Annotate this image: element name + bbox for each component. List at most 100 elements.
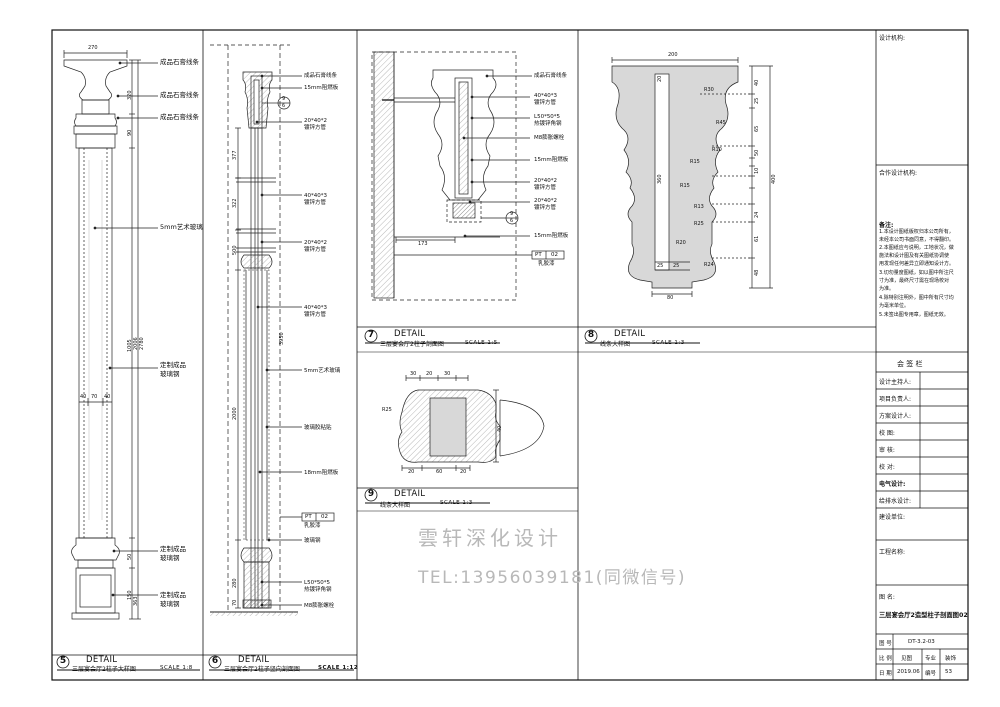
p8-dim-4: 65 — [754, 125, 760, 132]
p7-label-6: 15mm阻燃板 — [534, 157, 569, 163]
p8-detail-word: DETAIL — [614, 329, 646, 339]
p6-label-6: 20*40*2 — [304, 240, 327, 246]
p5-label-moulding-2: 成品石膏线条 — [160, 91, 199, 99]
tb-build-unit: 建设单位: — [879, 514, 906, 521]
p6-label-16: 热镀锌角钢 — [304, 587, 332, 593]
p6-label-14: 玻璃钢 — [304, 538, 321, 544]
p8-dim-14: 24 — [754, 211, 760, 218]
p8-detail-title: 线条大样图 — [600, 341, 631, 348]
tb-sign-row-0: 设计主持人: — [879, 379, 912, 386]
tb-sign-row-7: 给排水设计: — [879, 498, 912, 505]
p8-radius-7: R20 — [676, 240, 686, 246]
p8-dim-13: 80 — [667, 295, 674, 301]
tb-no-label: 编号 — [925, 671, 937, 677]
p8-dim-1: 40 — [754, 79, 760, 86]
tb-note-9: 为毫米单位。 — [879, 303, 910, 309]
tb-sign-row-3: 校 图: — [879, 430, 895, 437]
tb-sign-row-5: 校 对: — [879, 464, 895, 471]
p6-pt-num: 02 — [321, 514, 328, 520]
watermark-line-2: TEL:13956039181(同微信号) — [418, 568, 687, 588]
p6-label-10: 5mm艺术玻璃 — [304, 368, 341, 374]
p6-label-13: 乳胶漆 — [304, 523, 321, 529]
p9-dim-3: 20 — [408, 469, 415, 475]
p9-radius: R25 — [382, 407, 392, 413]
tb-note-10: 5.未签出图专用章，图纸无效。 — [879, 312, 949, 318]
p6-label-7: 镀锌方管 — [304, 247, 327, 253]
tb-date-val: 2019.06 — [897, 669, 920, 675]
p9-dim-0: 30 — [410, 371, 417, 377]
p6-sym-top: 9 — [282, 96, 286, 102]
tb-coop-org: 合作设计机构: — [879, 170, 918, 177]
p6-detail-title: 三层宴会厅2柱子竖向剖面图 — [224, 666, 300, 673]
tb-drawing-no: DT-3.2-03 — [908, 639, 935, 645]
p6-detail-word: DETAIL — [238, 655, 270, 665]
tb-drawing-name-label: 图 名: — [879, 594, 895, 601]
panel7-drawing — [371, 51, 565, 301]
tb-discipline-label: 专业 — [925, 656, 937, 662]
panel6-drawing — [210, 44, 335, 616]
tb-scale-val: 见图 — [901, 656, 913, 662]
p7-label-3: L50*50*5 — [534, 114, 561, 120]
p7-sym-bottom: 6 — [510, 218, 514, 224]
p9-detail-number: 9 — [367, 489, 375, 499]
p6-sym-bottom: 6 — [282, 103, 286, 109]
p8-radius-1: R45 — [716, 120, 726, 126]
tb-note-2: 2.本图纸应与说明，工地状况，做 — [879, 245, 954, 251]
p7-label-0: 成品石膏线条 — [534, 73, 568, 79]
p5-label-moulding-3: 成品石膏线条 — [160, 113, 199, 121]
p8-detail-number: 8 — [587, 330, 595, 340]
tb-sign-row-1: 项目负责人: — [879, 396, 912, 403]
p8-dim-7: 400 — [771, 174, 777, 184]
p5-dim-base-1: 50 — [127, 553, 133, 560]
p5-label-moulding-1: 成品石膏线条 — [160, 58, 199, 66]
p9-dim-4: 60 — [436, 469, 443, 475]
p8-radius-3: R15 — [690, 159, 700, 165]
p7-detail-number: 7 — [367, 330, 375, 340]
p9-scale: SCALE 1:3 — [440, 500, 473, 506]
p5-dim-c: 40 — [104, 394, 111, 400]
p5-dim-a: 40 — [80, 394, 87, 400]
tb-note-5: 3.切勿量度图纸，如以图中所注尺 — [879, 270, 954, 276]
tb-sign-row-4: 审 核: — [879, 447, 895, 454]
p6-label-9: 镀锌方管 — [304, 312, 327, 318]
p8-dim-5: 50 — [754, 149, 760, 156]
p7-label-5: M8膨胀螺栓 — [534, 135, 565, 141]
p7-label-11: 15mm阻燃板 — [534, 233, 569, 239]
p6-dim-1: 322 — [232, 198, 238, 208]
p8-radius-4: R15 — [680, 183, 690, 189]
p6-label-5: 镀锌方管 — [304, 200, 327, 206]
p8-radius-8: R24 — [704, 262, 714, 268]
tb-note-7: 为准。 — [879, 286, 895, 292]
p5-label-frp-1a: 定制成品 — [160, 361, 186, 369]
p5-scale: SCALE 1:8 — [160, 665, 193, 671]
p6-dim-4: 2000 — [232, 407, 238, 420]
tb-design-org: 设计机构: — [879, 35, 906, 42]
p8-dim-2: 20 — [657, 75, 663, 82]
tb-notes-title: 备注: — [879, 222, 894, 229]
p7-detail-word: DETAIL — [394, 329, 426, 339]
p8-radius-5: R13 — [694, 204, 704, 210]
p5-label-frp-1b: 玻璃钢 — [160, 370, 180, 378]
p6-dim-0: 377 — [232, 150, 238, 160]
p8-dim-0: 200 — [668, 52, 678, 58]
p5-label-frp-2b: 玻璃钢 — [160, 554, 180, 562]
p6-pt-code: PT — [305, 514, 312, 520]
p5-dim-base-3: 363 — [133, 596, 139, 606]
p6-dim-2: 500 — [232, 245, 238, 255]
p6-label-0: 成品石膏线条 — [304, 73, 338, 79]
p7-label-9: 20*40*2 — [534, 198, 557, 204]
p5-dim-ring: 90 — [127, 129, 133, 136]
p8-radius-2: R10 — [712, 147, 722, 153]
tb-sign-row-2: 方案设计人: — [879, 413, 912, 420]
p6-label-1: 15mm阻燃板 — [304, 85, 339, 91]
p5-detail-word: DETAIL — [86, 655, 118, 665]
tb-drawing-name: 三层宴会厅2造型柱子剖面图02 — [879, 612, 968, 619]
p8-radius-6: R25 — [694, 221, 704, 227]
p5-dim-capital: 320 — [127, 90, 133, 100]
p8-dim-3: 25 — [754, 97, 760, 104]
p6-label-17: M8膨胀螺栓 — [304, 603, 335, 609]
p8-dim-10: 48 — [754, 269, 760, 276]
tb-note-0: 1.本设计图纸版权归本公司所有， — [879, 229, 954, 235]
p5-label-glass: 5mm艺术玻璃 — [160, 223, 203, 231]
